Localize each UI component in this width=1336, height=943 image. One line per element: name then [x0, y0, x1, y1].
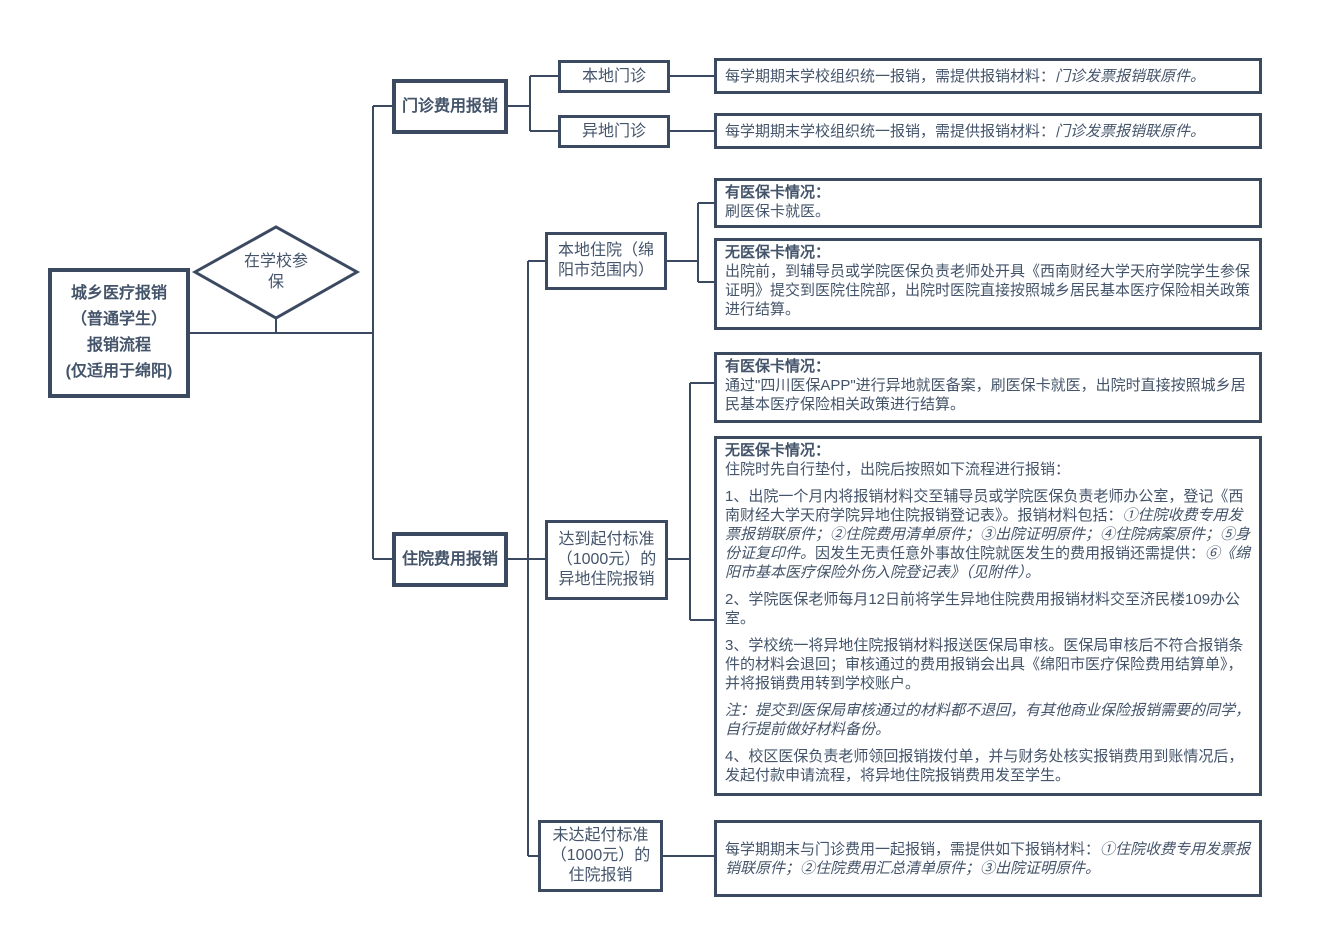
node-remote-outpatient: 异地门诊 [558, 115, 670, 148]
result-outpatient-remote: 每学期期末学校组织统一报销，需提供报销材料：门诊发票报销联原件。 [714, 113, 1262, 149]
node-outpatient: 门诊费用报销 [392, 79, 508, 134]
result-below-threshold-text: 每学期期末与门诊费用一起报销，需提供如下报销材料：①住院收费专用发票报销联原件；… [725, 839, 1251, 877]
result-outpatient-local: 每学期期末学校组织统一报销，需提供报销材料：门诊发票报销联原件。 [714, 58, 1262, 94]
result-remote-without-card: 无医保卡情况： 住院时先自行垫付，出院后按照如下流程进行报销：1、出院一个月内将… [714, 436, 1262, 796]
result-remote-with-card: 有医保卡情况： 通过"四川医保APP"进行异地就医备案，刷医保卡就医，出院时直接… [714, 352, 1262, 423]
root-node-line3: 报销流程 [86, 337, 151, 354]
root-node: 城乡医疗报销 （普通学生） 报销流程 (仅适用于绵阳) [48, 268, 190, 398]
node-inpatient-below-threshold: 未达起付标准（1000元）的住院报销 [538, 820, 663, 892]
result-remote-with-card-text: 通过"四川医保APP"进行异地就医备案，刷医保卡就医，出院时直接按照城乡居民基本… [725, 377, 1246, 413]
root-node-line4: (仅适用于绵阳) [65, 363, 173, 380]
result-local-with-card-text: 刷医保卡就医。 [725, 203, 831, 220]
result-remote-without-card-text: 住院时先自行垫付，出院后按照如下流程进行报销：1、出院一个月内将报销材料交至辅导… [725, 461, 1251, 784]
decision-node-label: 在学校参保 [243, 253, 308, 291]
result-below-threshold: 每学期期末与门诊费用一起报销，需提供如下报销材料：①住院收费专用发票报销联原件；… [714, 820, 1262, 897]
result-outpatient-remote-text: 每学期期末学校组织统一报销，需提供报销材料：门诊发票报销联原件。 [725, 121, 1206, 140]
node-inpatient: 住院费用报销 [392, 532, 508, 587]
node-remote-inpatient-above-threshold: 达到起付标准（1000元）的异地住院报销 [545, 520, 668, 600]
decision-diamond-shape [191, 225, 361, 320]
connector [189, 75, 714, 857]
result-local-without-card-header: 无医保卡情况： [725, 244, 831, 261]
result-local-with-card-header: 有医保卡情况： [725, 184, 831, 201]
result-remote-with-card-header: 有医保卡情况： [725, 358, 831, 375]
result-local-without-card-text: 出院前，到辅导员或学院医保负责老师处开具《西南财经大学天府学院学生参保证明》提交… [725, 263, 1251, 318]
root-node-line1: 城乡医疗报销 [70, 285, 167, 302]
result-local-with-card: 有医保卡情况： 刷医保卡就医。 [714, 178, 1262, 228]
result-outpatient-local-text: 每学期期末学校组织统一报销，需提供报销材料：门诊发票报销联原件。 [725, 66, 1206, 85]
root-node-line2: （普通学生） [70, 311, 167, 328]
result-local-without-card: 无医保卡情况： 出院前，到辅导员或学院医保负责老师处开具《西南财经大学天府学院学… [714, 238, 1262, 330]
node-local-inpatient: 本地住院（绵阳市范围内） [545, 232, 667, 290]
node-local-outpatient: 本地门诊 [558, 60, 670, 93]
result-remote-without-card-header: 无医保卡情况： [725, 442, 831, 459]
